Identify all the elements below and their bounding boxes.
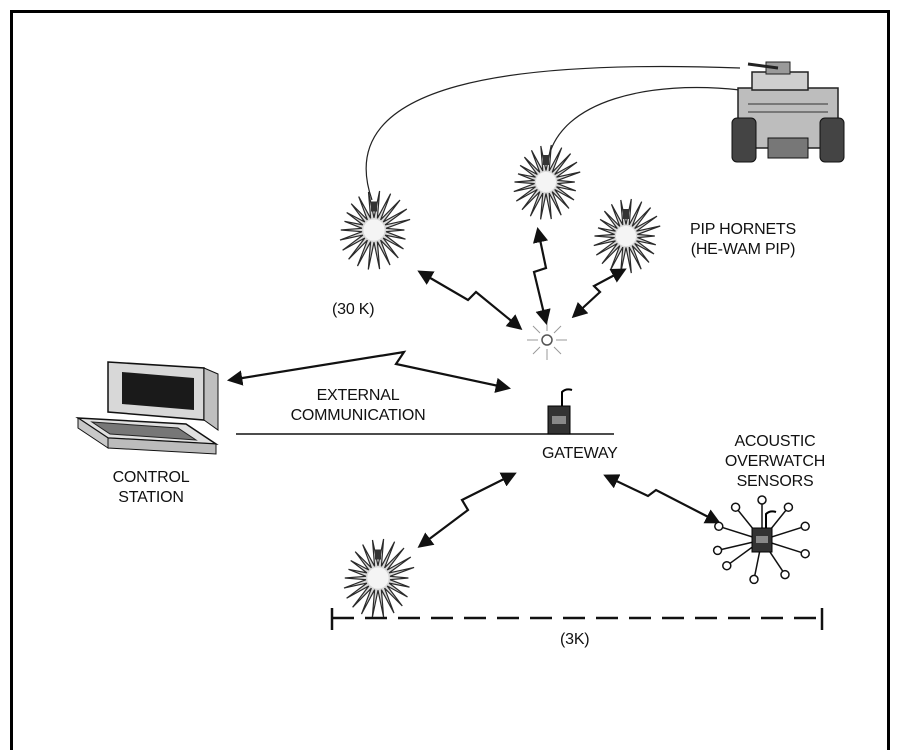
control-station-label: CONTROL STATION: [96, 468, 206, 508]
external-line1: EXTERNAL: [316, 387, 400, 404]
acoustic-overwatch-sensors-label: ACOUSTIC OVERWATCH SENSORS: [720, 432, 830, 492]
pip-hornets-label: PIP HORNETS (HE-WAM PIP): [690, 220, 796, 260]
external-line2: COMMUNICATION: [290, 407, 426, 424]
hornet-burst-icon: [513, 144, 581, 220]
sensor-node: [749, 574, 759, 585]
pip-hornets-line2: (HE-WAM PIP): [690, 241, 796, 258]
link-hornet-left: [417, 270, 523, 330]
control-line1: CONTROL: [112, 469, 190, 486]
acoustic-line3: SENSORS: [736, 473, 814, 490]
pip-hornets-line1: PIP HORNETS: [690, 221, 796, 238]
gateway-device-icon: [547, 388, 573, 435]
tether-line-2: [547, 87, 741, 161]
external-communication-label: EXTERNAL COMMUNICATION: [268, 386, 448, 426]
sensor-node: [800, 548, 810, 559]
diagram-frame: [10, 10, 890, 750]
hornet-burst-icon: [339, 190, 411, 270]
acoustic-line2: OVERWATCH: [724, 453, 826, 470]
gateway-label: GATEWAY: [542, 445, 618, 462]
sensor-node: [800, 521, 810, 532]
link-control-station: [226, 350, 512, 393]
hornet-burst-icon: [593, 198, 661, 274]
range-3k-label: (3K): [560, 631, 590, 648]
acoustic-line1: ACOUSTIC: [734, 433, 816, 450]
control-line2: STATION: [118, 489, 184, 506]
acoustic-sensor-icon: [712, 495, 810, 585]
range-30k-label: (30 K): [332, 301, 375, 318]
sensor-node: [712, 545, 723, 556]
sensor-node: [730, 502, 741, 512]
tether-line-1: [365, 65, 741, 201]
link-hornet-right: [571, 268, 627, 319]
ground-hornet-burst-icon: [343, 538, 415, 618]
link-ground-hornet: [417, 472, 517, 548]
sensor-node: [714, 521, 724, 532]
link-acoustic-sensors: [603, 474, 721, 524]
sensor-node: [783, 502, 794, 512]
sensor-node: [757, 495, 767, 505]
control-station-computer-icon: [75, 361, 219, 455]
sensor-node: [722, 560, 732, 571]
link-hornet-top: [532, 226, 551, 325]
armored-vehicle-icon: [731, 61, 845, 163]
signal-sparkle-icon: [527, 320, 567, 360]
sensor-node: [780, 569, 790, 580]
